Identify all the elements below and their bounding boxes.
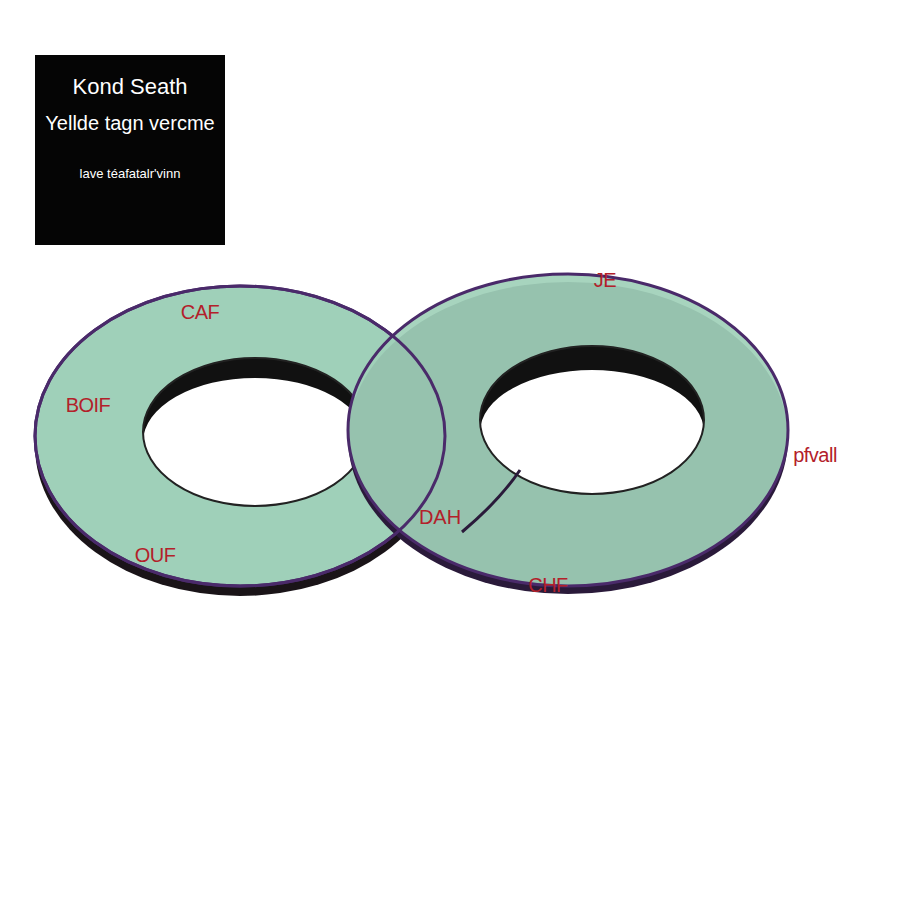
title-text: lave téafatalr'vinn — [45, 166, 215, 182]
interlock-line — [462, 470, 520, 532]
ring-region: JE pfvallCHF — [345, 250, 875, 610]
title-text: Yellde tagn vercme — [45, 111, 215, 136]
region-label: pfvall — [793, 444, 837, 467]
title-box: Kond SeathYellde tagn vercme lave téafata… — [35, 55, 225, 245]
ring-region: CAF BOIF OUF — [35, 285, 445, 595]
title-text: Kond Seath — [45, 73, 215, 101]
hole-rim — [143, 358, 367, 506]
overlap-label: DAH — [419, 506, 461, 529]
region-label: CHF — [528, 574, 568, 597]
hole-wall — [143, 358, 367, 442]
ring-outline — [35, 286, 445, 586]
ring-face — [348, 274, 788, 586]
region-label: BOIF — [66, 394, 111, 417]
region-label: JE — [594, 269, 616, 292]
region-label: OUF — [135, 544, 176, 567]
hole-wall — [480, 346, 704, 432]
region-label: CAF — [181, 301, 220, 324]
hole-rim — [480, 346, 704, 494]
